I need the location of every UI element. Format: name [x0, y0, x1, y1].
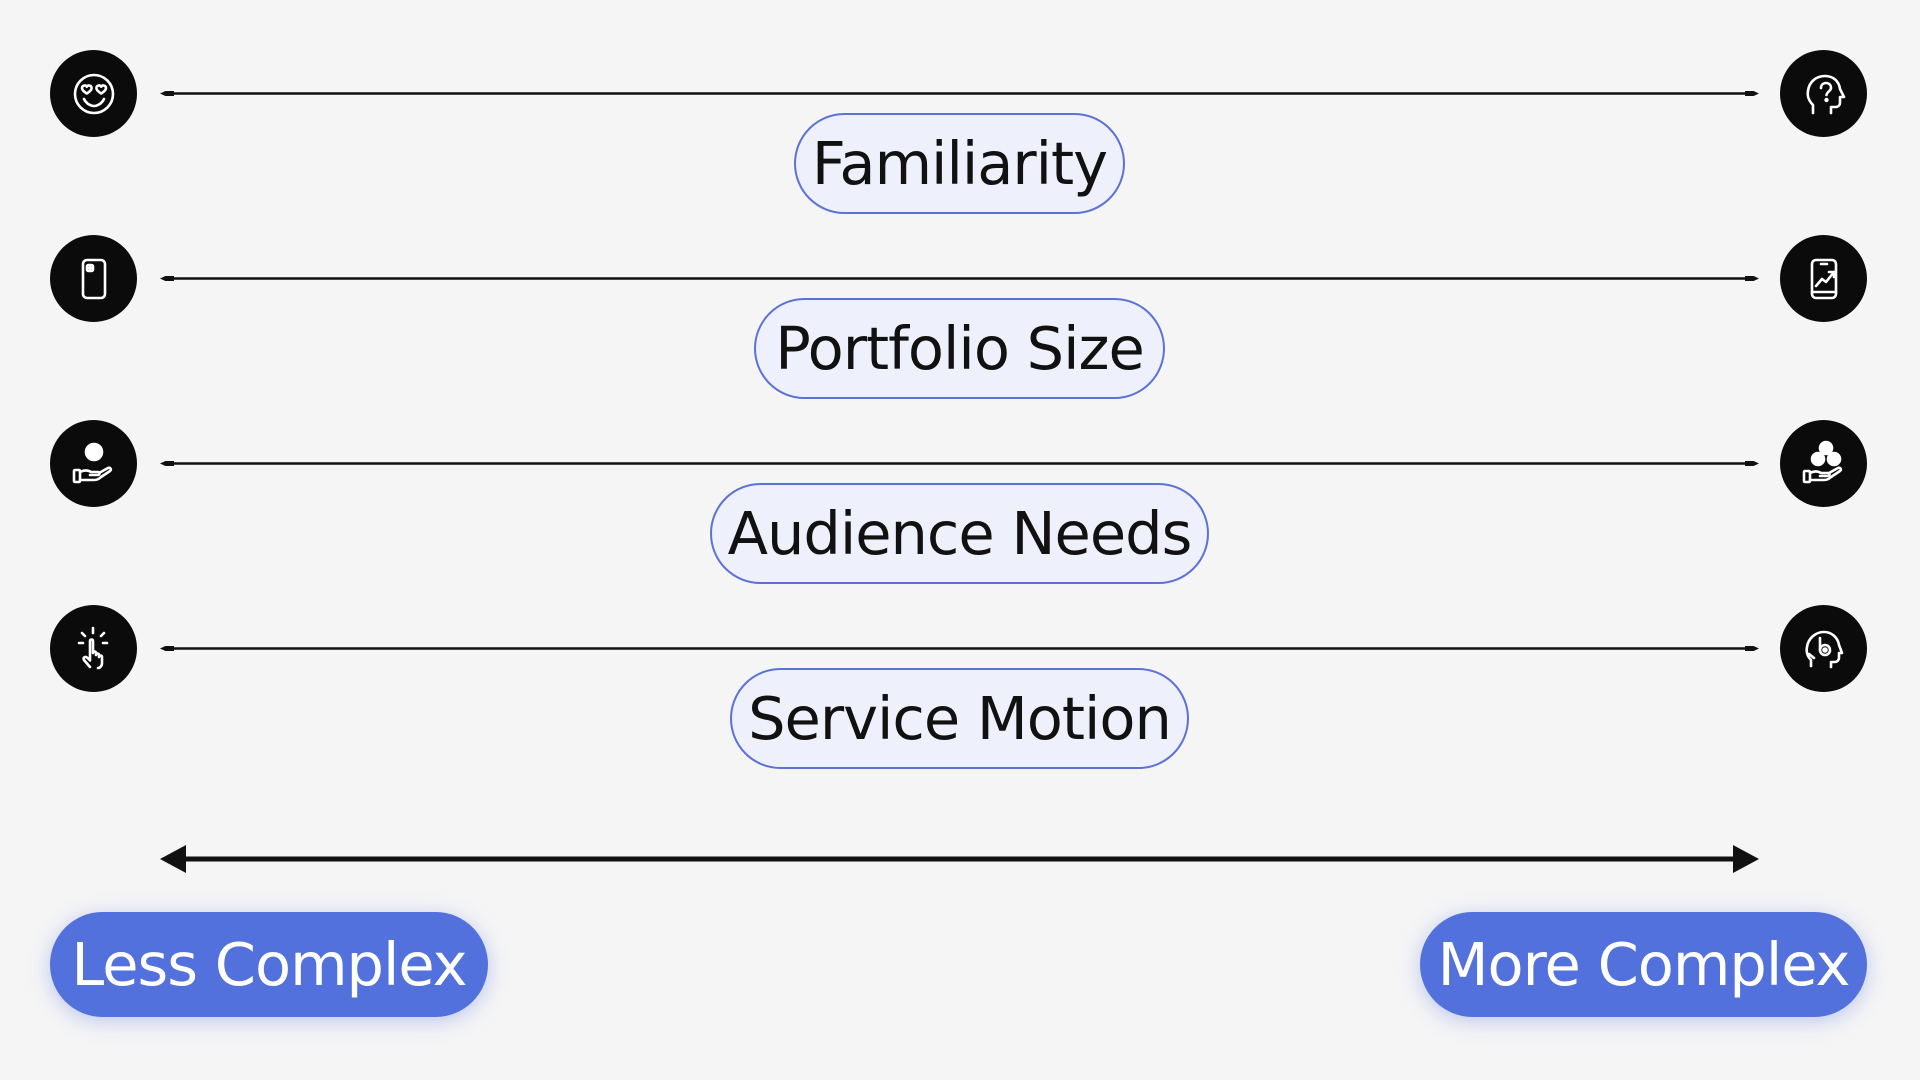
phone-icon	[50, 235, 137, 322]
head-question-icon	[1780, 50, 1867, 137]
dimension-row-portfolio-size: Portfolio Size	[0, 235, 1920, 399]
head-support-icon	[1780, 605, 1867, 692]
dimension-label-text: Audience Needs	[727, 499, 1193, 568]
dimension-label: Familiarity	[794, 113, 1125, 214]
dimension-label: Audience Needs	[710, 483, 1209, 584]
dimension-row-audience-needs: Audience Needs	[0, 420, 1920, 584]
smiley-heart-eyes-icon	[50, 50, 137, 137]
dimension-label-text: Service Motion	[748, 684, 1172, 753]
hand-person-icon	[50, 420, 137, 507]
dimension-label-text: Familiarity	[811, 129, 1108, 198]
range-arrow	[160, 646, 1759, 651]
complexity-scale-arrow	[160, 845, 1759, 873]
dimension-row-service-motion: Service Motion	[0, 605, 1920, 769]
less-complex-text: Less Complex	[71, 930, 467, 999]
dimension-row-familiarity: Familiarity	[0, 50, 1920, 214]
more-complex-label: More Complex	[1420, 912, 1867, 1017]
less-complex-label: Less Complex	[50, 912, 488, 1017]
more-complex-text: More Complex	[1437, 930, 1851, 999]
range-arrow	[160, 91, 1759, 96]
tap-gesture-icon	[50, 605, 137, 692]
dimension-label-text: Portfolio Size	[775, 314, 1145, 383]
dimension-label: Portfolio Size	[754, 298, 1165, 399]
phone-chart-icon	[1780, 235, 1867, 322]
hand-group-icon	[1780, 420, 1867, 507]
range-arrow	[160, 276, 1759, 281]
range-arrow	[160, 461, 1759, 466]
dimension-label: Service Motion	[730, 668, 1189, 769]
